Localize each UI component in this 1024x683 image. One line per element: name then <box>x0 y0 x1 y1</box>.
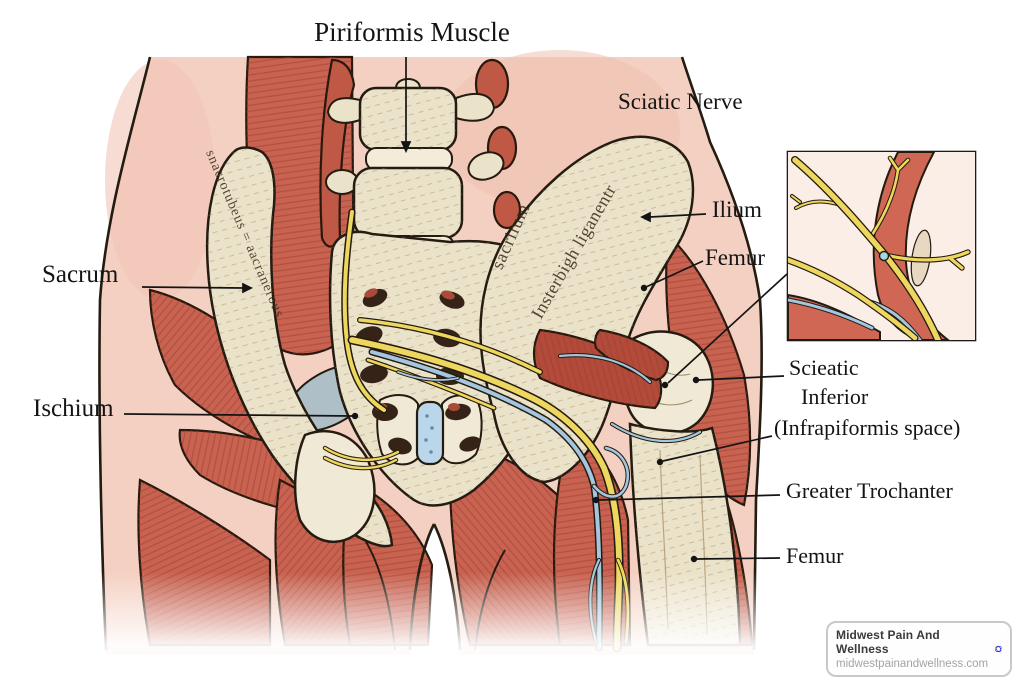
label-sciatic-nerve: Sciatic Nerve <box>618 89 743 114</box>
logo-name: Midwest Pain And Wellness <box>836 628 940 656</box>
label-infrapiformis-space: (Infrapiformis space) <box>774 415 961 440</box>
bone-layer <box>205 78 742 647</box>
label-femur-lower: Femur <box>786 543 844 568</box>
label-greater-trochanter: Greater Trochanter <box>786 478 953 503</box>
leader-lines <box>123 57 788 563</box>
inset-magnified-view <box>786 150 977 342</box>
bottom-fade <box>80 572 780 683</box>
label-ischium: Ischium <box>33 395 114 422</box>
logo-diamond-icon <box>995 645 1002 653</box>
label-scieatic: Scieatic <box>789 355 859 380</box>
logo-url: midwestpainandwellness.com <box>836 658 989 670</box>
pubic-symphysis <box>415 400 445 466</box>
nerves-vessels <box>322 208 703 653</box>
logo-text: Midwest Pain And Wellness midwestpainand… <box>836 628 988 670</box>
label-femur-upper: Femur <box>705 245 766 270</box>
label-ilium: Ilium <box>712 197 762 222</box>
label-inferior: Inferior <box>801 384 869 409</box>
logo-badge: Midwest Pain And Wellness midwestpainand… <box>826 621 1012 677</box>
label-piriformis-muscle: Piriformis Muscle <box>314 17 510 47</box>
label-sacrum: Sacrum <box>42 261 119 288</box>
